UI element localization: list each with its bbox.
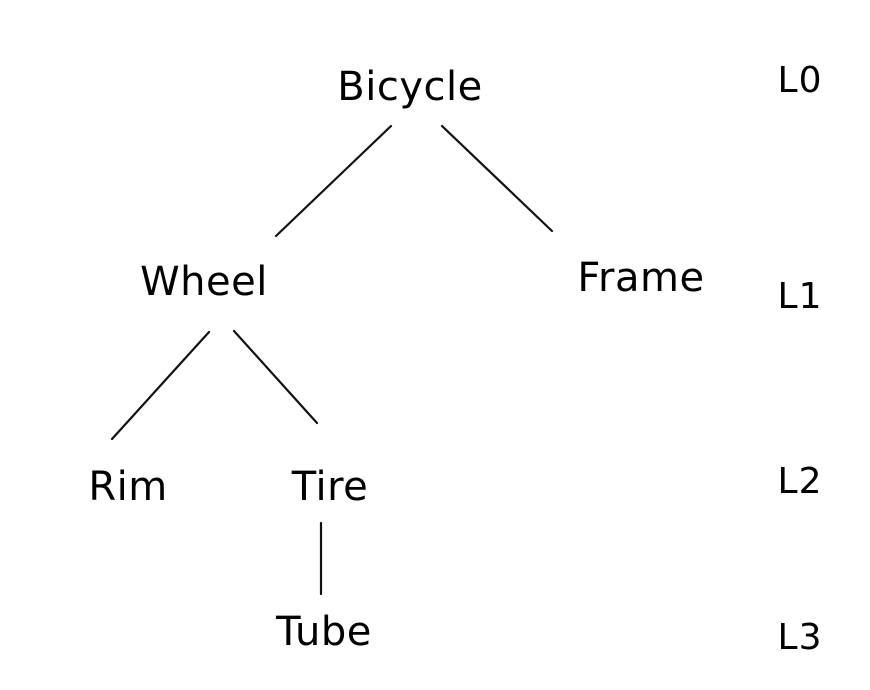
edge-wheel-tire bbox=[232, 329, 319, 425]
level-label-group: L0 L1 L2 L3 bbox=[778, 60, 823, 658]
node-wheel[interactable]: Wheel bbox=[140, 259, 268, 305]
node-group: Bicycle Wheel Frame Rim Tire Tube bbox=[88, 64, 704, 655]
level-label-l2: L2 bbox=[778, 461, 823, 502]
level-label-l0: L0 bbox=[778, 60, 823, 101]
edge-bicycle-wheel bbox=[274, 124, 393, 238]
node-tire[interactable]: Tire bbox=[291, 464, 369, 510]
edge-group bbox=[110, 124, 554, 596]
node-tube[interactable]: Tube bbox=[275, 609, 372, 655]
edge-wheel-rim bbox=[110, 330, 211, 441]
node-frame[interactable]: Frame bbox=[577, 255, 704, 301]
node-bicycle[interactable]: Bicycle bbox=[337, 64, 482, 110]
level-label-l3: L3 bbox=[778, 617, 823, 658]
edge-bicycle-frame bbox=[440, 124, 554, 233]
level-label-l1: L1 bbox=[778, 276, 823, 317]
node-rim[interactable]: Rim bbox=[88, 464, 167, 510]
